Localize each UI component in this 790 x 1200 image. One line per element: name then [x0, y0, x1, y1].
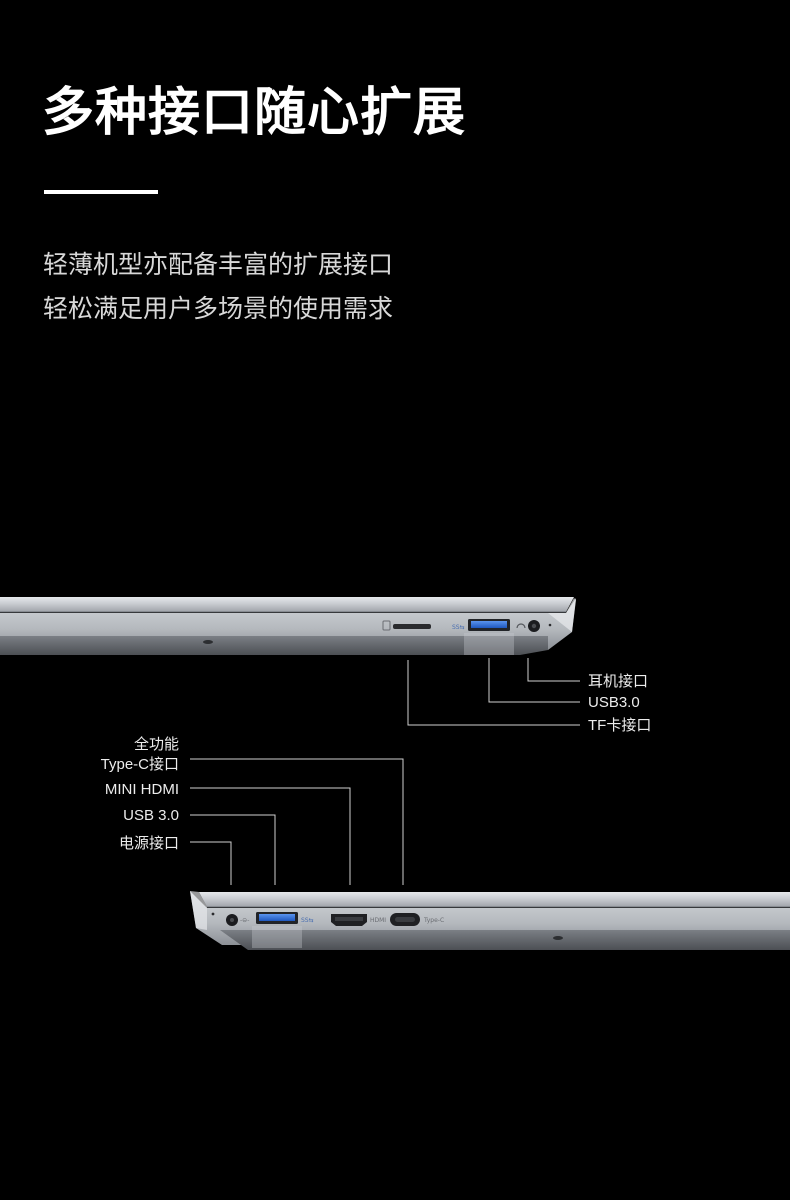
svg-text:-⊖-: -⊖- [240, 917, 249, 924]
headphone-jack-icon [516, 620, 552, 632]
power-port-icon: -⊖- [211, 912, 249, 926]
label-usb3-right: USB3.0 [588, 694, 640, 711]
usb3-port-right: SS⇆ [452, 619, 514, 655]
hdmi-marking: HDMI [370, 917, 386, 924]
tf-card-slot [382, 620, 431, 631]
subtitle-line-2: 轻松满足用户多场景的使用需求 [43, 294, 394, 323]
right-leader-lines [407, 658, 580, 726]
label-headphone-port: 耳机接口 [588, 673, 649, 690]
page-title: 多种接口随心扩展 [42, 83, 467, 143]
type-c-port: Type-C [390, 913, 444, 926]
subtitle-line-1: 轻薄机型亦配备丰富的扩展接口 [43, 250, 394, 279]
left-leader-lines [190, 758, 404, 885]
label-mini-hdmi: MINI HDMI [104, 781, 179, 798]
mini-hdmi-port: HDMI [331, 914, 386, 926]
label-usb3-left: USB 3.0 [123, 807, 179, 824]
label-tf-card: TF卡接口 [588, 717, 652, 734]
laptop-left-side-view: -⊖- SS⇆ HDMI Type-C [190, 758, 790, 950]
svg-text:SS⇆: SS⇆ [301, 917, 314, 924]
label-typec-line2: Type-C接口 [100, 756, 179, 773]
usb3-port-left: SS⇆ [252, 912, 314, 948]
type-c-marking: Type-C [423, 917, 444, 924]
label-power-port: 电源接口 [118, 835, 179, 852]
title-divider [44, 190, 158, 194]
svg-text:SS⇆: SS⇆ [452, 624, 465, 631]
label-typec-line1: 全功能 [133, 736, 179, 753]
laptop-right-side-view: SS⇆ [0, 597, 580, 726]
